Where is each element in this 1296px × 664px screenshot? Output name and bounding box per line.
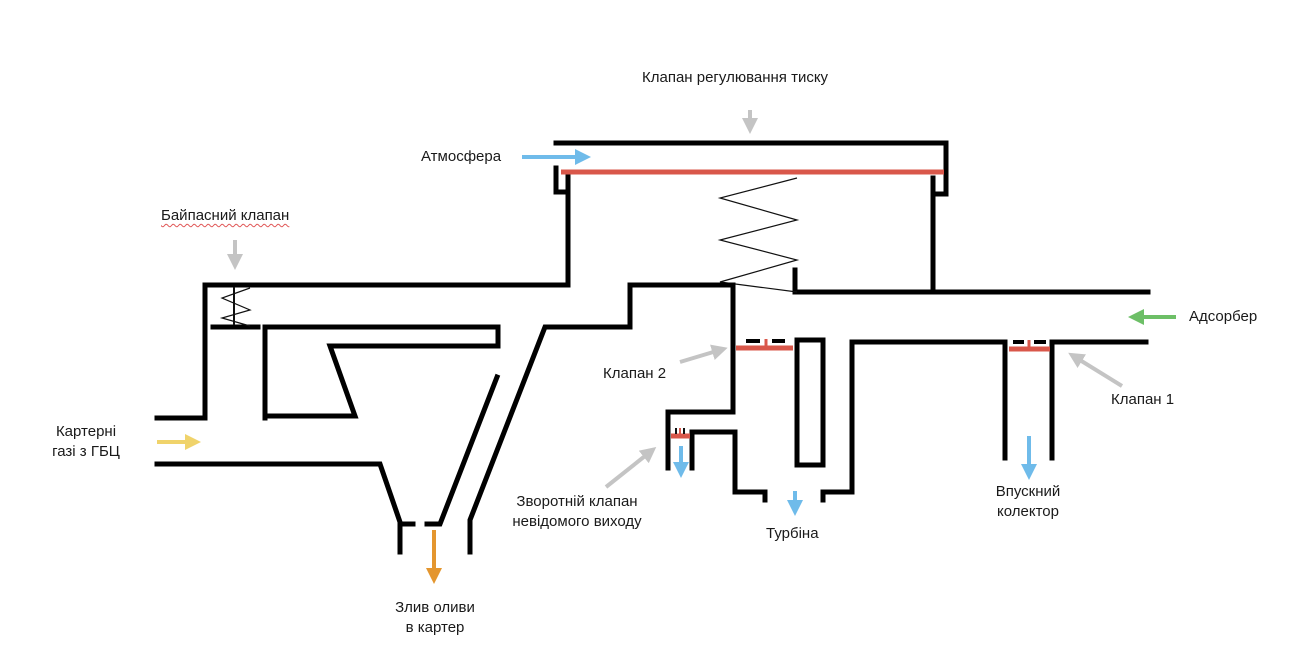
valve-1-label: Клапан 1 [1111, 391, 1175, 408]
valve-2-label: Клапан 2 [603, 365, 667, 382]
valve-1 [1002, 339, 1055, 461]
valve-1-pointer-arrow [1068, 352, 1124, 388]
crankcase-gases-label-line1: Картерні [55, 423, 117, 440]
bypass-valve-label-word: Байпасний клапан [161, 207, 290, 224]
pressure-valve-label: Клапан регулювання тиску [642, 69, 829, 86]
check-valve-label: Зворотній клапан невідомого виходу [496, 492, 658, 532]
oil-separator [154, 282, 736, 555]
intake-manifold-label: Впускний колектор [980, 482, 1076, 522]
valve-2 [736, 339, 793, 351]
oil-drain-label-line2: в картер [405, 619, 465, 636]
check-valve [665, 428, 768, 503]
bypass-valve [210, 287, 261, 330]
turbine-channel [794, 337, 1149, 503]
pressure-valve-spring [717, 177, 800, 293]
oil-drain-label-line1: Злив оливи [395, 599, 475, 616]
check-valve-label-line1: Зворотній клапан [516, 493, 638, 510]
turbine-label: Турбіна [766, 525, 819, 542]
intake-manifold-label-line2: колектор [997, 503, 1059, 520]
crankcase-gases-label-line2: газі з ГБЦ [52, 443, 120, 460]
check-valve-pointer-arrow [604, 447, 657, 489]
atmosphere-label: Атмосфера [421, 148, 502, 165]
oil-drain-label: Злив оливи в картер [376, 598, 494, 638]
check-valve-label-line2: невідомого виходу [512, 513, 642, 530]
intake-manifold-label-line1: Впускний [995, 483, 1061, 500]
valve-2-pointer-arrow [679, 344, 728, 364]
adsorber-label: Адсорбер [1189, 308, 1258, 325]
crankcase-gases-label: Картерні газі з ГБЦ [36, 422, 136, 462]
bypass-valve-label: Байпасний клапан [161, 206, 289, 226]
